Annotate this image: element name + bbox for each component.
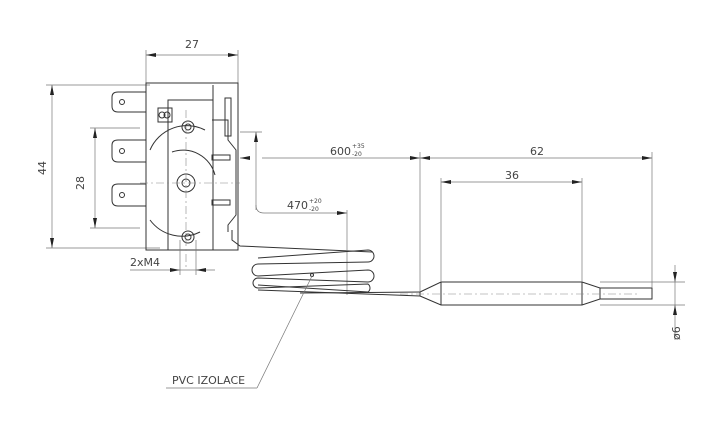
coil-tol-minus: -20 <box>309 206 319 213</box>
capillary-length: 600 <box>330 145 351 158</box>
capillary-coil <box>251 249 421 297</box>
dim-44-label: 44 <box>36 161 49 175</box>
dimension-capillary: 600 +35 -20 <box>240 131 420 210</box>
coil-tol-plus: +20 <box>309 198 322 205</box>
dimension-width: 27 <box>145 38 239 85</box>
dimension-terminal-spacing: 28 <box>74 127 140 229</box>
dimension-screws: 2xM4 <box>130 240 215 275</box>
insulation-label: PVC IZOLACE <box>172 374 245 387</box>
dimension-sensor: 62 <box>419 145 653 292</box>
dimension-height: 44 <box>36 84 160 249</box>
dim-27-label: 27 <box>185 38 199 51</box>
thermostat-body <box>140 82 373 270</box>
terminals <box>111 91 146 207</box>
dimension-bulb: 36 <box>440 169 583 282</box>
dimension-diameter: ø6 <box>600 265 685 340</box>
screw-label: 2xM4 <box>130 256 160 269</box>
dim-28-label: 28 <box>74 176 87 190</box>
sensor-length: 62 <box>530 145 544 158</box>
bulb-length: 36 <box>505 169 519 182</box>
capillary-tol-minus: -20 <box>352 151 362 158</box>
coil-length: 470 <box>287 199 308 212</box>
insulation-callout: PVC IZOLACE <box>166 275 313 389</box>
sensor-bulb <box>400 281 653 306</box>
diameter-label: ø6 <box>670 326 683 340</box>
capillary-tol-plus: +35 <box>352 143 365 150</box>
